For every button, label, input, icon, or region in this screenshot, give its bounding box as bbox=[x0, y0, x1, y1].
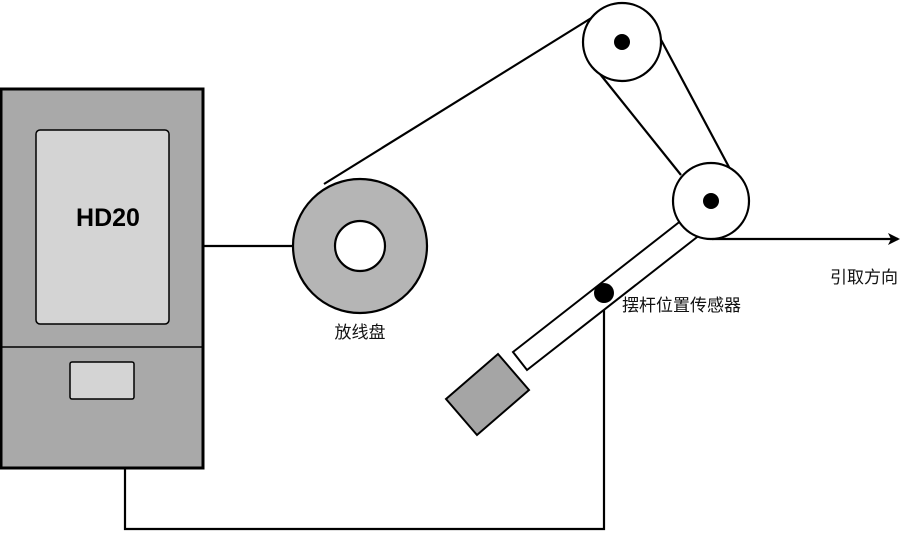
payoff-reel-label: 放线盘 bbox=[335, 323, 386, 343]
dancer-pulley-axle bbox=[703, 193, 719, 209]
dancer-arm bbox=[444, 214, 703, 437]
controller-button[interactable] bbox=[69, 361, 135, 400]
dancer-counterweight bbox=[444, 352, 531, 437]
dancer-sensor-label: 摆杆位置传感器 bbox=[622, 296, 741, 316]
top-pulley-axle bbox=[614, 34, 630, 50]
controller-screen bbox=[35, 129, 170, 325]
hd20-controller: HD20 bbox=[0, 87, 205, 470]
payoff-reel bbox=[291, 177, 429, 315]
pull-direction-label: 引取方向 bbox=[830, 268, 898, 288]
dancer-pulley bbox=[671, 161, 751, 241]
payoff-reel-hub bbox=[333, 219, 387, 273]
wire-reel-to-pulley-top bbox=[323, 11, 602, 185]
dancer-position-sensor bbox=[594, 283, 614, 303]
controller-model-label: HD20 bbox=[76, 204, 140, 232]
wire-top-outer bbox=[658, 35, 731, 170]
wire-path bbox=[323, 11, 900, 245]
sensor-feedback-wire bbox=[123, 294, 606, 531]
wire-top-inner bbox=[599, 73, 682, 176]
top-guide-pulley bbox=[581, 1, 663, 83]
